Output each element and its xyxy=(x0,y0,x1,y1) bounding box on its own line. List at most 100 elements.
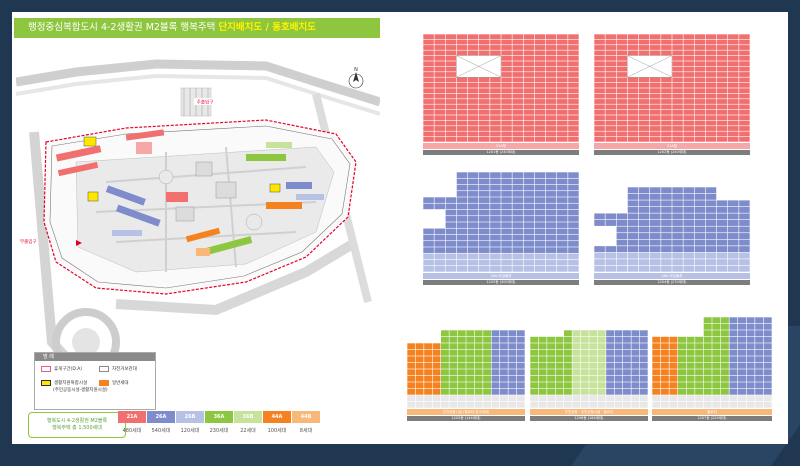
unit-cell xyxy=(652,382,661,389)
unit-cell xyxy=(616,45,628,50)
unit-cell xyxy=(672,93,683,99)
unit-cell xyxy=(672,259,683,266)
unit-cell xyxy=(695,362,704,369)
unit-cell xyxy=(672,82,683,88)
unit-cell xyxy=(580,362,589,369)
unit-cell xyxy=(508,369,517,376)
unit-cell xyxy=(415,382,424,389)
unit-cell xyxy=(555,375,564,382)
unit-cell xyxy=(445,66,457,72)
unit-cell xyxy=(716,115,728,121)
unit-cell xyxy=(652,362,661,369)
unit-cell xyxy=(512,203,523,210)
unit-cell xyxy=(739,34,750,40)
unit-cell xyxy=(627,239,639,246)
unit-cell xyxy=(523,203,535,210)
unit-cell xyxy=(457,388,466,395)
unit-cell xyxy=(415,375,424,382)
unit-cell xyxy=(557,99,568,104)
unit-cell xyxy=(678,336,686,343)
unit-cell xyxy=(652,401,661,408)
unit-cell xyxy=(538,401,547,408)
unit-cell xyxy=(678,395,686,402)
unit-cell xyxy=(652,349,661,356)
unit-cell xyxy=(660,362,669,369)
unit-cell xyxy=(456,120,468,126)
unit-cell xyxy=(652,343,661,350)
unit-cell xyxy=(672,50,683,56)
summary-line1: 행복도시 4-2생활권 M2블록 xyxy=(46,418,108,424)
unit-cell xyxy=(432,343,441,350)
unit-cell xyxy=(639,343,648,350)
unit-cell xyxy=(445,82,457,88)
unit-cell xyxy=(407,362,416,369)
unit-cell xyxy=(456,99,468,104)
unit-cell xyxy=(441,356,449,363)
unit-cell xyxy=(445,228,457,235)
unit-cell xyxy=(423,34,434,40)
unit-cell xyxy=(568,209,579,216)
unit-cell xyxy=(432,388,441,395)
unit-cell xyxy=(660,369,669,376)
unit-cell xyxy=(623,401,631,408)
unit-cell xyxy=(467,50,479,56)
unit-cell xyxy=(501,77,512,83)
unit-cell xyxy=(650,77,661,83)
unit-cell xyxy=(720,401,729,408)
unit-cell xyxy=(490,77,501,83)
unit-cell xyxy=(534,77,546,83)
unit-cell xyxy=(739,200,750,207)
unit-cell xyxy=(479,184,490,191)
unit-cell xyxy=(661,259,672,266)
unit-cell xyxy=(605,88,616,94)
unit-cell xyxy=(530,388,539,395)
unit-cell xyxy=(616,226,628,233)
unit-cell xyxy=(638,206,650,213)
legend-item-support-facility: 생활지원복합시설 xyxy=(41,380,87,386)
unit-cell xyxy=(423,77,434,83)
unit-cell xyxy=(545,131,557,137)
unit-cell xyxy=(445,45,457,50)
unit-cell xyxy=(415,401,424,408)
unit-cell xyxy=(683,252,694,259)
unit-cell xyxy=(424,343,432,350)
unit-cell xyxy=(746,323,755,330)
unit-cell xyxy=(661,131,672,137)
unit-cell xyxy=(568,172,579,178)
unit-cell xyxy=(474,375,483,382)
unit-cell xyxy=(589,369,598,376)
unit-cell xyxy=(557,109,568,115)
unit-cell xyxy=(538,375,547,382)
unit-cell xyxy=(523,126,535,131)
unit-cell xyxy=(616,109,628,115)
unit-cell xyxy=(568,34,579,40)
unit-type-count: 480세대 xyxy=(122,428,142,434)
unit-cell xyxy=(534,172,546,178)
unit-cell xyxy=(483,330,491,337)
unit-cell xyxy=(500,330,508,337)
unit-cell xyxy=(512,115,523,121)
unit-cell xyxy=(614,388,623,395)
unit-cell xyxy=(661,252,672,259)
unit-cell xyxy=(623,375,631,382)
unit-cell xyxy=(424,395,432,402)
unit-cell xyxy=(650,50,661,56)
unit-cell xyxy=(705,226,717,233)
unit-cell xyxy=(729,382,738,389)
unit-cell xyxy=(407,395,416,402)
unit-cell xyxy=(523,184,535,191)
unit-cell xyxy=(467,241,479,247)
unit-cell xyxy=(638,131,650,137)
unit-cell xyxy=(512,136,523,142)
unit-cell xyxy=(545,191,557,197)
unit-cell xyxy=(597,401,606,408)
unit-cell xyxy=(729,323,738,330)
unit-cell xyxy=(545,184,557,191)
unit-cell xyxy=(661,265,672,272)
unit-cell xyxy=(568,55,579,61)
unit-cell xyxy=(501,55,512,61)
unit-cell xyxy=(534,247,546,253)
unit-cell xyxy=(534,115,546,121)
unit-cell xyxy=(661,104,672,110)
